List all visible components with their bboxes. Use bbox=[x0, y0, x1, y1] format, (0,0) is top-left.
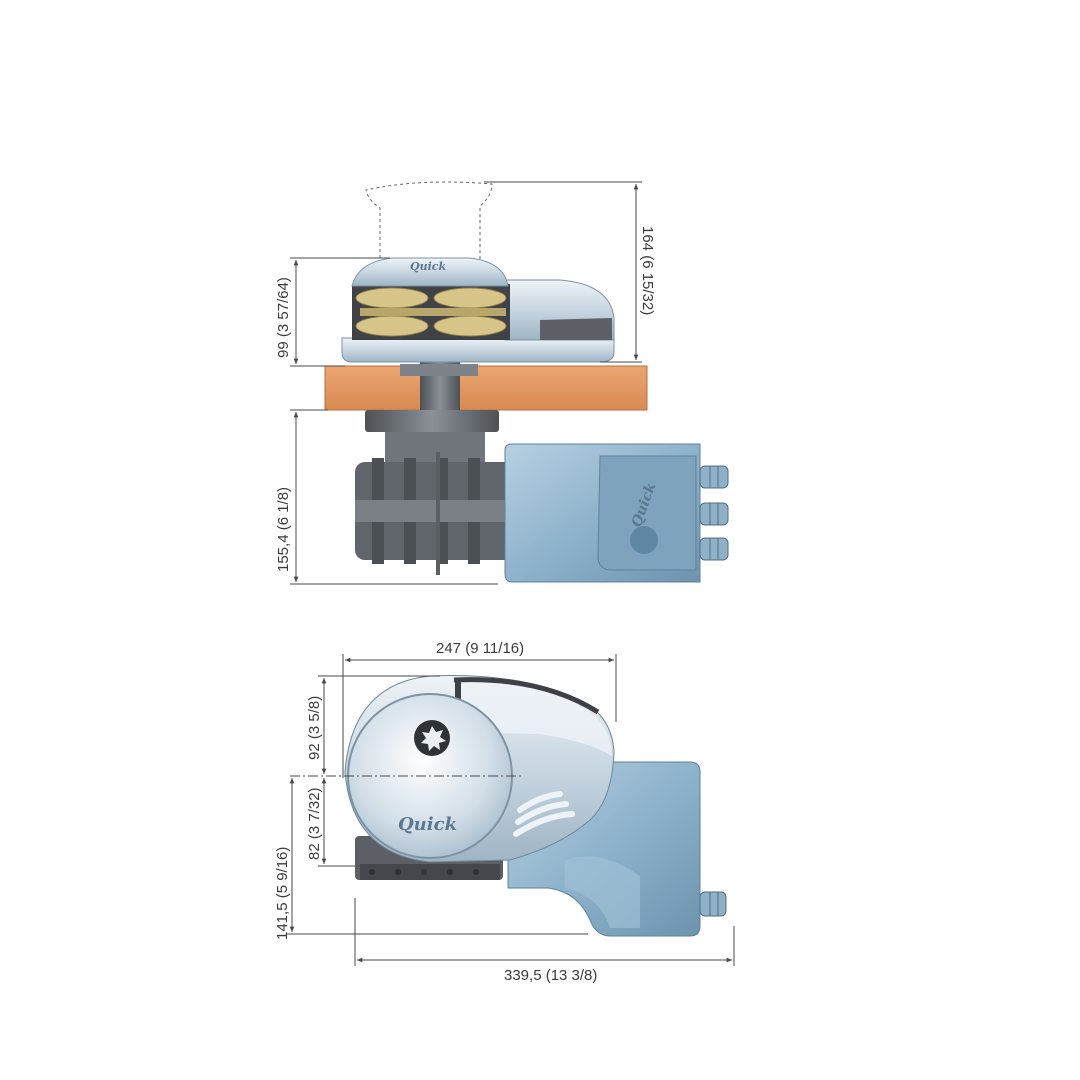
svg-text:82 (3 7/32): 82 (3 7/32) bbox=[306, 787, 323, 860]
optional-capstan-outline bbox=[365, 181, 493, 262]
svg-text:92 (3 5/8): 92 (3 5/8) bbox=[306, 696, 323, 760]
side-view: Quick Quick bbox=[275, 181, 729, 585]
svg-text:339,5 (13 3/8): 339,5 (13 3/8) bbox=[504, 967, 597, 984]
cable-glands bbox=[699, 465, 729, 561]
dim-lower-to-base: 82 (3 7/32) bbox=[306, 778, 360, 867]
svg-text:141,5 (5 9/16): 141,5 (5 9/16) bbox=[274, 847, 291, 940]
finned-motor-body bbox=[355, 452, 515, 575]
dim-overall-height-top: 164 (6 15/32) bbox=[484, 181, 656, 363]
deck-plank bbox=[324, 365, 648, 411]
cap-logo: Quick bbox=[410, 260, 446, 273]
svg-text:99 (3 57/64): 99 (3 57/64) bbox=[275, 277, 292, 358]
dim-housing-height: 99 (3 57/64) bbox=[275, 257, 390, 367]
top-view: Quick 247 (9 11/16) 92 (3 5/8) 82 (3 7/3… bbox=[274, 640, 735, 984]
svg-text:247 (9 11/16): 247 (9 11/16) bbox=[436, 640, 524, 657]
gearbox bbox=[385, 432, 485, 462]
drum-cap bbox=[351, 257, 509, 287]
drum-logo: Quick bbox=[398, 814, 457, 835]
cable-gland-side bbox=[699, 891, 727, 917]
svg-text:164 (6 15/32): 164 (6 15/32) bbox=[639, 226, 656, 315]
chain-gypsy bbox=[352, 284, 510, 340]
vent-slots bbox=[513, 791, 575, 837]
gearbox-flange bbox=[365, 410, 499, 432]
housing-base bbox=[341, 337, 615, 363]
dim-motor-depth: 155,4 (6 1/8) bbox=[275, 409, 498, 585]
dim-upper-from-axis: 92 (3 5/8) bbox=[306, 675, 440, 774]
dim-housing-length: 247 (9 11/16) bbox=[342, 640, 617, 778]
svg-text:155,4 (6 1/8): 155,4 (6 1/8) bbox=[275, 487, 292, 572]
dim-overall-length: 339,5 (13 3/8) bbox=[354, 898, 735, 984]
dim-lower-to-motor-bottom: 141,5 (5 9/16) bbox=[274, 778, 588, 940]
